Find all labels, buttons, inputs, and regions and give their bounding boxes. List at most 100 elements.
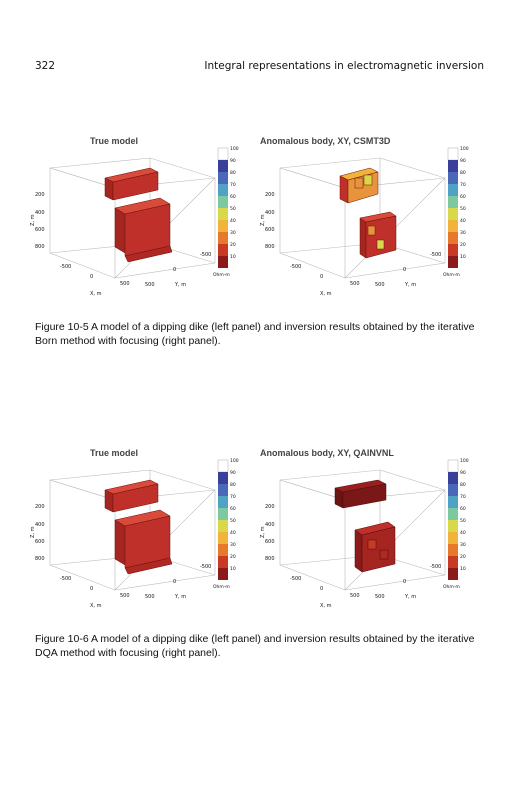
svg-text:70: 70 bbox=[230, 494, 236, 500]
figure-10-6-image: 200 400 600 800 Z, m -500 0 500 X, m -50… bbox=[30, 448, 469, 609]
left-dike-blocks bbox=[104, 167, 173, 263]
svg-text:90: 90 bbox=[230, 470, 236, 476]
left-colorbar: 100 90 80 70 60 50 40 30 20 10 Ohm-m bbox=[213, 458, 239, 590]
svg-text:20: 20 bbox=[230, 242, 236, 248]
svg-text:10: 10 bbox=[460, 566, 466, 572]
page-number: 322 bbox=[35, 60, 56, 72]
running-title: Integral representations in electromagne… bbox=[204, 60, 484, 72]
svg-text:10: 10 bbox=[230, 254, 236, 260]
svg-text:-500: -500 bbox=[60, 576, 71, 582]
svg-text:60: 60 bbox=[230, 194, 236, 200]
svg-text:Y, m: Y, m bbox=[404, 594, 416, 600]
svg-text:50: 50 bbox=[460, 206, 466, 212]
figure-10-6-caption: Figure 10-6 A model of a dipping dike (l… bbox=[35, 633, 475, 659]
svg-text:400: 400 bbox=[265, 522, 275, 528]
svg-text:500: 500 bbox=[120, 593, 130, 599]
svg-text:0: 0 bbox=[403, 267, 406, 273]
svg-text:40: 40 bbox=[460, 218, 466, 224]
right-colorbar: 100 90 80 70 60 50 40 30 20 10 Ohm-m bbox=[443, 458, 469, 590]
svg-text:100: 100 bbox=[460, 146, 469, 152]
svg-text:0: 0 bbox=[173, 579, 176, 585]
svg-text:200: 200 bbox=[265, 504, 275, 510]
svg-text:90: 90 bbox=[230, 158, 236, 164]
svg-text:400: 400 bbox=[35, 522, 45, 528]
right-panel-title: Anomalous body, XY, CSMT3D bbox=[260, 136, 391, 146]
svg-text:400: 400 bbox=[35, 210, 45, 216]
svg-text:-500: -500 bbox=[200, 564, 211, 570]
left-axis-ticks: 200 400 600 800 Z, m -500 0 500 X, m -50… bbox=[30, 192, 211, 297]
svg-text:Ohm-m: Ohm-m bbox=[213, 272, 230, 278]
svg-text:-500: -500 bbox=[290, 576, 301, 582]
svg-text:40: 40 bbox=[230, 530, 236, 536]
svg-text:60: 60 bbox=[230, 506, 236, 512]
svg-text:Y, m: Y, m bbox=[404, 282, 416, 288]
svg-text:500: 500 bbox=[350, 281, 360, 287]
svg-text:50: 50 bbox=[230, 206, 236, 212]
svg-text:0: 0 bbox=[90, 274, 93, 280]
svg-text:80: 80 bbox=[230, 482, 236, 488]
left-panel-title: True model bbox=[90, 448, 138, 458]
svg-text:70: 70 bbox=[460, 494, 466, 500]
svg-text:100: 100 bbox=[230, 458, 239, 464]
svg-text:500: 500 bbox=[120, 281, 130, 287]
left-colorbar: 100 90 80 70 60 50 40 30 20 10 Ohm-m bbox=[213, 146, 239, 278]
svg-text:Z, m: Z, m bbox=[260, 214, 266, 226]
svg-text:0: 0 bbox=[320, 586, 323, 592]
right-inversion-blocks bbox=[339, 167, 397, 259]
svg-text:80: 80 bbox=[230, 170, 236, 176]
svg-text:20: 20 bbox=[230, 554, 236, 560]
left-dike-blocks bbox=[104, 479, 173, 575]
svg-text:200: 200 bbox=[265, 192, 275, 198]
svg-text:-500: -500 bbox=[200, 252, 211, 258]
svg-text:40: 40 bbox=[230, 218, 236, 224]
svg-text:Z, m: Z, m bbox=[30, 214, 36, 226]
svg-text:70: 70 bbox=[460, 182, 466, 188]
svg-text:Y, m: Y, m bbox=[174, 594, 186, 600]
svg-text:X, m: X, m bbox=[90, 291, 102, 297]
svg-text:-500: -500 bbox=[430, 564, 441, 570]
svg-text:20: 20 bbox=[460, 554, 466, 560]
svg-text:80: 80 bbox=[460, 482, 466, 488]
right-axis-ticks: 200 400 600 800 Z, m -500 0 500 X, m -50… bbox=[260, 192, 441, 297]
svg-text:800: 800 bbox=[35, 556, 45, 562]
left-panel-title: True model bbox=[90, 136, 138, 146]
svg-text:600: 600 bbox=[35, 227, 45, 233]
svg-text:Ohm-m: Ohm-m bbox=[443, 584, 460, 590]
svg-text:90: 90 bbox=[460, 470, 466, 476]
svg-text:50: 50 bbox=[460, 518, 466, 524]
svg-text:Z, m: Z, m bbox=[30, 526, 36, 538]
svg-text:500: 500 bbox=[375, 282, 385, 288]
right-axis-ticks: 200 400 600 800 Z, m -500 0 500 X, m -50… bbox=[260, 504, 441, 609]
svg-text:200: 200 bbox=[35, 192, 45, 198]
right-colorbar: 100 90 80 70 60 50 40 30 20 10 Ohm-m bbox=[443, 146, 469, 278]
figure-10-5: 200 400 600 800 Z, m -500 0 500 X, m -50… bbox=[30, 128, 500, 303]
svg-text:90: 90 bbox=[460, 158, 466, 164]
svg-text:800: 800 bbox=[265, 244, 275, 250]
figure-10-6: 200 400 600 800 Z, m -500 0 500 X, m -50… bbox=[30, 440, 500, 615]
svg-text:0: 0 bbox=[320, 274, 323, 280]
svg-text:X, m: X, m bbox=[90, 603, 102, 609]
svg-text:-500: -500 bbox=[60, 264, 71, 270]
svg-text:400: 400 bbox=[265, 210, 275, 216]
svg-text:-500: -500 bbox=[430, 252, 441, 258]
svg-text:X, m: X, m bbox=[320, 291, 332, 297]
svg-text:70: 70 bbox=[230, 182, 236, 188]
figure-10-5-caption: Figure 10-5 A model of a dipping dike (l… bbox=[35, 321, 475, 347]
svg-text:100: 100 bbox=[460, 458, 469, 464]
svg-text:600: 600 bbox=[265, 227, 275, 233]
svg-text:800: 800 bbox=[35, 244, 45, 250]
svg-text:X, m: X, m bbox=[320, 603, 332, 609]
svg-text:Ohm-m: Ohm-m bbox=[213, 584, 230, 590]
svg-text:50: 50 bbox=[230, 518, 236, 524]
svg-text:600: 600 bbox=[265, 539, 275, 545]
svg-text:30: 30 bbox=[460, 230, 466, 236]
svg-text:10: 10 bbox=[230, 566, 236, 572]
svg-text:30: 30 bbox=[230, 230, 236, 236]
svg-text:600: 600 bbox=[35, 539, 45, 545]
svg-text:-500: -500 bbox=[290, 264, 301, 270]
svg-text:500: 500 bbox=[350, 593, 360, 599]
svg-text:10: 10 bbox=[460, 254, 466, 260]
right-panel-title: Anomalous body, XY, QAINVNL bbox=[260, 448, 394, 458]
svg-text:Y, m: Y, m bbox=[174, 282, 186, 288]
svg-text:30: 30 bbox=[460, 542, 466, 548]
